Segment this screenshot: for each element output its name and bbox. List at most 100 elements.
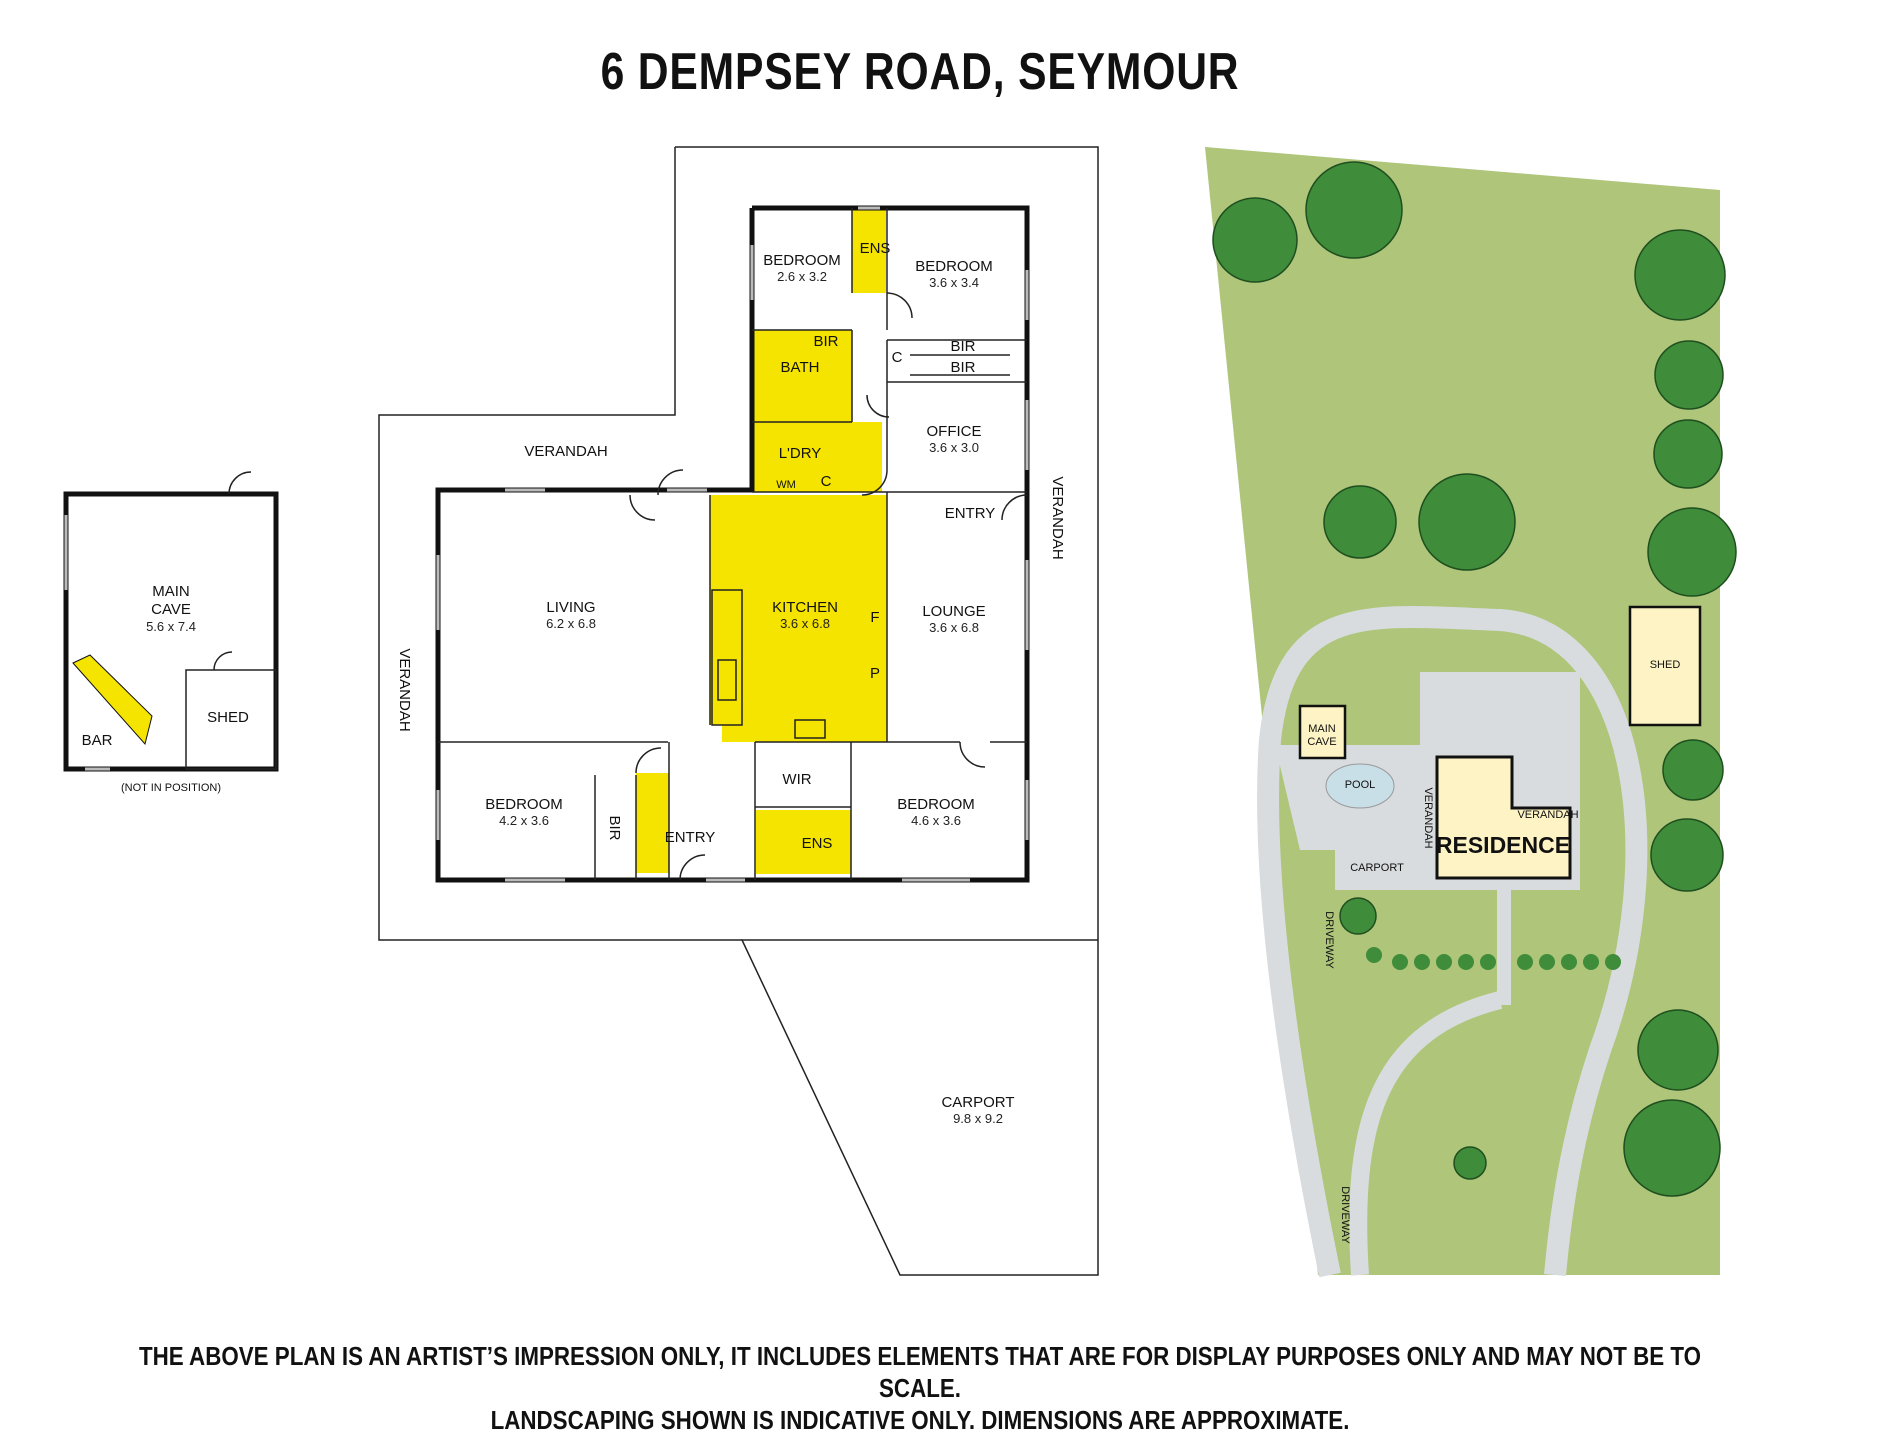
driveway-loop [1257, 605, 1648, 1278]
main-cave-label: MAIN [152, 583, 190, 600]
hedge-row [1366, 947, 1621, 970]
site-main-cave-label-2: CAVE [1307, 736, 1336, 748]
bir-b-label: BIR [950, 338, 975, 355]
site-main-cave-label: MAIN [1308, 723, 1336, 735]
wm-label: WM [776, 479, 796, 491]
kitchen-dims: 3.6 x 6.8 [780, 616, 830, 631]
laundry-label: L'DRY [779, 445, 822, 462]
tree-icon [1339, 897, 1377, 935]
disclaimer: THE ABOVE PLAN IS AN ARTIST’S IMPRESSION… [129, 1340, 1711, 1436]
ensuite-top [852, 208, 886, 293]
door-swings [629, 292, 1028, 881]
living-dims: 6.2 x 6.8 [546, 616, 596, 631]
wc-room [636, 773, 669, 873]
tree-icon [1647, 507, 1737, 597]
office-label: OFFICE [927, 423, 982, 440]
site-verandah-b: VERANDAH [1422, 787, 1434, 848]
kitchen-sink [717, 659, 737, 701]
tree-icon [1662, 739, 1724, 801]
verandah-right-label: VERANDAH [1049, 476, 1066, 559]
ensuite-bottom [756, 810, 851, 874]
tree-icon [1637, 1009, 1719, 1091]
cooktop [794, 719, 826, 739]
pool-label: POOL [1345, 779, 1376, 791]
ensuite-bottom-label: ENS [802, 835, 833, 852]
pool-shape [1325, 763, 1395, 809]
lounge-dims: 3.6 x 6.8 [929, 620, 979, 635]
bedroom-sw-dims: 4.2 x 3.6 [499, 813, 549, 828]
site-verandah-a: VERANDAH [1517, 809, 1578, 821]
bedroom-se-dims: 4.6 x 3.6 [911, 813, 961, 828]
entry-east-label: ENTRY [945, 505, 996, 522]
tree-icon [1650, 818, 1724, 892]
shed-door-swing [213, 651, 233, 671]
verandah-outline [378, 147, 742, 941]
main-cave-label-2: CAVE [151, 601, 191, 618]
laundry-room [752, 422, 882, 492]
not-in-position-note: (NOT IN POSITION) [121, 782, 221, 794]
kitchen-bench [711, 589, 743, 726]
tree-icon [1305, 161, 1403, 259]
house: BEDROOM 2.6 x 3.2 BEDROOM 3.6 x 3.4 ENS … [378, 146, 1099, 1276]
tree-icon [1653, 419, 1723, 489]
tree-icon [1453, 1146, 1487, 1180]
carport-dims: 9.8 x 9.2 [953, 1111, 1003, 1126]
verandah-top-label: VERANDAH [524, 443, 607, 460]
site-shed [1628, 605, 1702, 727]
front-path [1497, 880, 1511, 1005]
trees [1212, 161, 1737, 1197]
main-cave-walls [63, 491, 279, 772]
site-carport-label: CARPORT [1350, 862, 1404, 874]
bir-sw-label: BIR [606, 815, 623, 840]
bath-room [752, 330, 852, 422]
disclaimer-line-2: LANDSCAPING SHOWN IS INDICATIVE ONLY. DI… [490, 1405, 1350, 1435]
bar-counter [72, 654, 153, 746]
site-residence [1435, 755, 1572, 880]
tree-icon [1634, 229, 1726, 321]
driveway-label-a: DRIVEWAY [1323, 911, 1335, 969]
verandah-left-label: VERANDAH [396, 648, 413, 731]
bir-a-label: BIR [813, 333, 838, 350]
bedroom-nw-label: BEDROOM [763, 252, 841, 269]
site-main-cave [1298, 704, 1347, 760]
lounge-label: LOUNGE [922, 603, 985, 620]
disclaimer-line-1: THE ABOVE PLAN IS AN ARTIST’S IMPRESSION… [138, 1341, 1702, 1403]
residence-label: RESIDENCE [1436, 832, 1570, 858]
driveway-label-b: DRIVEWAY [1339, 1186, 1351, 1244]
tree-icon [1323, 485, 1397, 559]
windows [436, 206, 1029, 882]
main-cave-dims: 5.6 x 7.4 [146, 619, 196, 634]
shed-room [185, 669, 277, 770]
kitchen-room [710, 495, 887, 742]
wet-areas [636, 208, 887, 874]
tree-icon [1212, 197, 1298, 283]
tree-icon [1654, 340, 1724, 410]
tree-icon [1418, 473, 1516, 571]
interior-walls [438, 208, 1027, 880]
plan-title: 6 DEMPSEY ROAD, SEYMOUR [600, 43, 1240, 101]
bedroom-nw-dims: 2.6 x 3.2 [777, 269, 827, 284]
bedroom-ne-dims: 3.6 x 3.4 [929, 275, 979, 290]
carport-label: CARPORT [941, 1094, 1014, 1111]
ensuite-top-label: ENS [860, 240, 891, 257]
tree-icon [1623, 1099, 1721, 1197]
bath-label: BATH [781, 359, 820, 376]
bir-c-label: BIR [950, 359, 975, 376]
shed-label: SHED [207, 709, 249, 726]
living-label: LIVING [546, 599, 595, 616]
bedroom-se-label: BEDROOM [897, 796, 975, 813]
wir-label: WIR [782, 771, 811, 788]
bedroom-ne-label: BEDROOM [915, 258, 993, 275]
closet-c-label: C [892, 349, 903, 366]
bar-label: BAR [82, 732, 113, 749]
cave-door-swing [228, 471, 252, 495]
pantry-label: P [870, 665, 880, 682]
bedroom-sw-label: BEDROOM [485, 796, 563, 813]
laundry-c-label: C [821, 473, 832, 490]
driveway-branch [1349, 991, 1503, 1276]
fridge-label: F [870, 609, 879, 626]
office-dims: 3.6 x 3.0 [929, 440, 979, 455]
outbuilding: MAIN CAVE 5.6 x 7.4 BAR SHED (NOT IN POS… [63, 471, 279, 794]
site-shed-label: SHED [1650, 659, 1681, 671]
